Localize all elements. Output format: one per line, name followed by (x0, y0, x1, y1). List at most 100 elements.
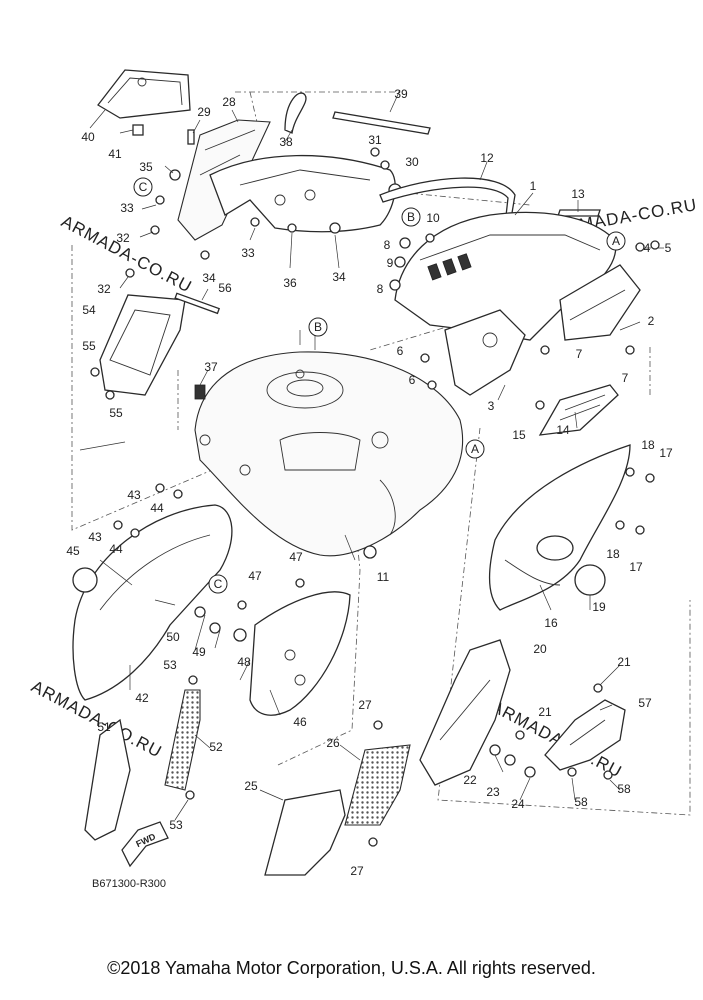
callout-number: 6 (409, 373, 416, 387)
callout-number: 3 (488, 399, 495, 413)
callout-number: 56 (218, 281, 232, 295)
callout-number: 12 (480, 151, 494, 165)
part-39-strip (332, 111, 431, 135)
part-16-side-cover (488, 444, 631, 611)
part-42-cowl (72, 504, 233, 701)
callout-number: 55 (82, 339, 96, 353)
callout-number: 24 (511, 797, 525, 811)
callout-number: 36 (283, 276, 297, 290)
callout-number: 21 (617, 655, 631, 669)
part-41-grommet (132, 124, 144, 136)
callout-number: 32 (97, 282, 111, 296)
callout-number: 7 (576, 347, 583, 361)
callout-number: 14 (556, 423, 570, 437)
frame-bracket (209, 154, 402, 233)
callout-number: 39 (394, 87, 408, 101)
callout-number: 7 (622, 371, 629, 385)
callout-number: 34 (202, 271, 216, 285)
part-40-bracket (97, 69, 191, 119)
callout-number: 31 (368, 133, 382, 147)
part-52-mesh (164, 689, 201, 791)
callout-number: 47 (289, 550, 303, 564)
parts-diagram: ARMADA-CO.RU ARMADA-CO.RU ARMADA-CO.RU A… (28, 69, 699, 890)
ref-marker-b-tank: B (308, 317, 328, 337)
callout-number: 35 (139, 160, 153, 174)
callout-number: 54 (82, 303, 96, 317)
callout-number: 55 (109, 406, 123, 420)
ref-marker-letter: A (612, 234, 620, 248)
ref-marker-letter: B (407, 210, 415, 224)
callout-number: 44 (150, 501, 164, 515)
callout-number: 53 (169, 818, 183, 832)
callout-number: 10 (426, 211, 440, 225)
callout-number: 57 (638, 696, 652, 710)
callout-number: 38 (279, 135, 293, 149)
callout-number: 18 (641, 438, 655, 452)
callout-number: 41 (108, 147, 122, 161)
ref-marker-c-top: C (133, 177, 153, 197)
part-56-strip (174, 292, 221, 315)
reference-markers: A A B B C C (133, 177, 626, 594)
callout-number: 43 (127, 488, 141, 502)
callout-number: 58 (617, 782, 631, 796)
part-20-inner-fender (419, 639, 511, 786)
part-54-front-panel (99, 294, 186, 396)
fwd-arrow-icon: FWD (121, 821, 169, 868)
callout-number: 2 (648, 314, 655, 328)
callout-number: 46 (293, 715, 307, 729)
part-3-bracket (444, 309, 526, 396)
callout-number: 29 (197, 105, 211, 119)
callout-number: 1 (530, 179, 537, 193)
callout-number: 49 (192, 645, 206, 659)
callout-number: 18 (606, 547, 620, 561)
callout-number: 26 (326, 736, 340, 750)
callout-number: 16 (544, 616, 558, 630)
ref-marker-letter: C (139, 180, 148, 194)
callout-number: 30 (405, 155, 419, 169)
callout-number: 17 (659, 446, 673, 460)
callout-number: 21 (538, 705, 552, 719)
ref-marker-letter: C (214, 577, 223, 591)
leader-lines (79, 89, 664, 821)
callout-number: 6 (397, 344, 404, 358)
callout-number: 19 (592, 600, 606, 614)
callout-number: 51 (97, 720, 111, 734)
ref-marker-letter: A (471, 442, 479, 456)
part-38-hook (284, 92, 307, 134)
fuel-tank (194, 351, 464, 557)
callout-number: 11 (377, 570, 390, 584)
callout-number: 33 (120, 201, 134, 215)
ref-marker-letter: B (314, 320, 322, 334)
part-19-seal (574, 564, 606, 596)
callout-number: 44 (109, 542, 123, 556)
ref-marker-a-top: A (606, 231, 626, 251)
callout-number: 5 (665, 241, 672, 255)
callout-number: 23 (486, 785, 500, 799)
callout-number: 27 (350, 864, 364, 878)
part-29-tab (187, 129, 195, 145)
copyright-notice: ©2018 Yamaha Motor Corporation, U.S.A. A… (107, 958, 596, 978)
callout-number: 17 (629, 560, 643, 574)
part-14-vent (538, 384, 619, 436)
part-51-duct (84, 718, 131, 841)
callout-number: 53 (163, 658, 177, 672)
fasteners (90, 147, 660, 847)
callouts: 1 2 3 4 5 6 6 7 7 8 8 9 10 11 12 13 14 1… (66, 87, 673, 878)
callout-number: 48 (237, 655, 251, 669)
callout-number: 37 (204, 360, 218, 374)
part-46-inner-panel (249, 591, 351, 716)
callout-number: 43 (88, 530, 102, 544)
callout-number: 47 (248, 569, 262, 583)
part-2-side-panel (559, 264, 641, 341)
callout-number: 28 (222, 95, 236, 109)
callout-number: 50 (166, 630, 180, 644)
callout-number: 33 (241, 246, 255, 260)
part-11-cap (363, 545, 377, 559)
callout-number: 8 (384, 238, 391, 252)
callout-number: 34 (332, 270, 346, 284)
callout-number: 58 (574, 795, 588, 809)
callout-number: 40 (81, 130, 95, 144)
callout-number: 22 (463, 773, 477, 787)
part-37-clip (194, 384, 206, 400)
callout-number: 45 (66, 544, 80, 558)
